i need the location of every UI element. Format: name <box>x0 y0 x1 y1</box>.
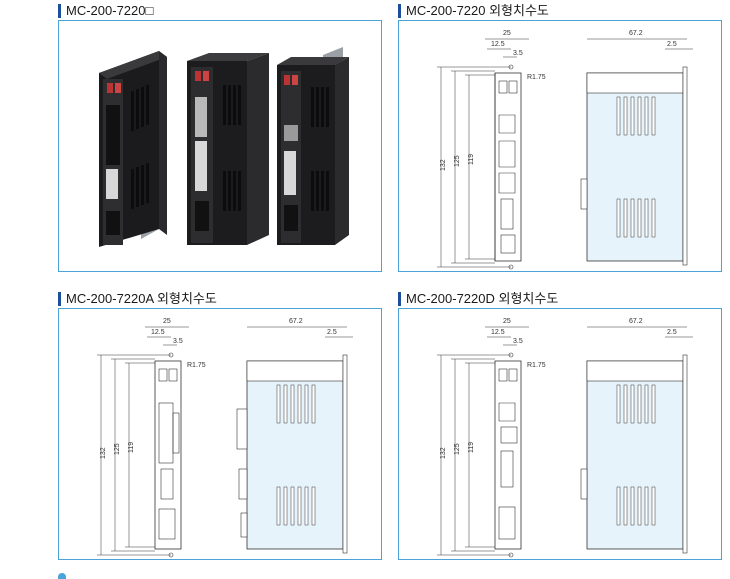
dim-body: 119 <box>468 154 475 165</box>
dim-radius: R1.75 <box>527 74 546 81</box>
dim-depth: 67.2 <box>629 318 643 325</box>
dimension-drawing-7220a: 25 12.5 3.5 R1.75 132 125 119 67.2 2.5 <box>97 318 353 558</box>
dim-radius: R1.75 <box>527 362 546 369</box>
panel-title-7220a: MC-200-7220A 외형치수도 <box>58 291 217 307</box>
dim-width: 25 <box>503 318 511 325</box>
product-photo <box>99 47 349 247</box>
panel-title-7220d: MC-200-7220D 외형치수도 <box>398 291 558 307</box>
dim-mount: 125 <box>114 443 121 455</box>
dim-height: 132 <box>440 447 447 459</box>
driver-unit-3 <box>277 47 349 245</box>
dim-body: 119 <box>128 442 135 453</box>
driver-unit-2 <box>187 53 269 245</box>
driver-unit-1 <box>99 51 167 247</box>
dim-flange: 2.5 <box>327 329 337 336</box>
dimension-drawing-7220: 25 12.5 3.5 R1.75 132 125 119 67.2 2.5 <box>437 30 693 270</box>
dimension-drawing-7220d: 25 12.5 3.5 R1.75 132 125 119 67.2 2.5 <box>437 318 693 558</box>
dim-width: 25 <box>503 30 511 37</box>
dim-depth: 67.2 <box>289 318 303 325</box>
dim-small: 3.5 <box>513 338 523 345</box>
panel-title-photo: MC-200-7220□ <box>58 3 153 19</box>
dim-radius: R1.75 <box>187 362 206 369</box>
dim-width: 25 <box>163 318 171 325</box>
panel-title-7220: MC-200-7220 외형치수도 <box>398 3 549 19</box>
dim-offset: 12.5 <box>491 329 505 336</box>
dim-flange: 2.5 <box>667 41 677 48</box>
bottom-section-marker <box>58 573 66 579</box>
dim-mount: 125 <box>454 443 461 455</box>
dim-offset: 12.5 <box>151 329 165 336</box>
dim-depth: 67.2 <box>629 30 643 37</box>
dim-small: 3.5 <box>513 50 523 57</box>
drawing-frame-7220: 25 12.5 3.5 R1.75 132 125 119 67.2 2.5 <box>398 20 722 272</box>
dim-offset: 12.5 <box>491 41 505 48</box>
dim-body: 119 <box>468 442 475 453</box>
dim-height: 132 <box>100 447 107 459</box>
dim-small: 3.5 <box>173 338 183 345</box>
dim-flange: 2.5 <box>667 329 677 336</box>
drawing-frame-7220a: 25 12.5 3.5 R1.75 132 125 119 67.2 2.5 <box>58 308 382 560</box>
dim-mount: 125 <box>454 155 461 167</box>
dim-height: 132 <box>440 159 447 171</box>
product-photo-frame <box>58 20 382 272</box>
drawing-frame-7220d: 25 12.5 3.5 R1.75 132 125 119 67.2 2.5 <box>398 308 722 560</box>
